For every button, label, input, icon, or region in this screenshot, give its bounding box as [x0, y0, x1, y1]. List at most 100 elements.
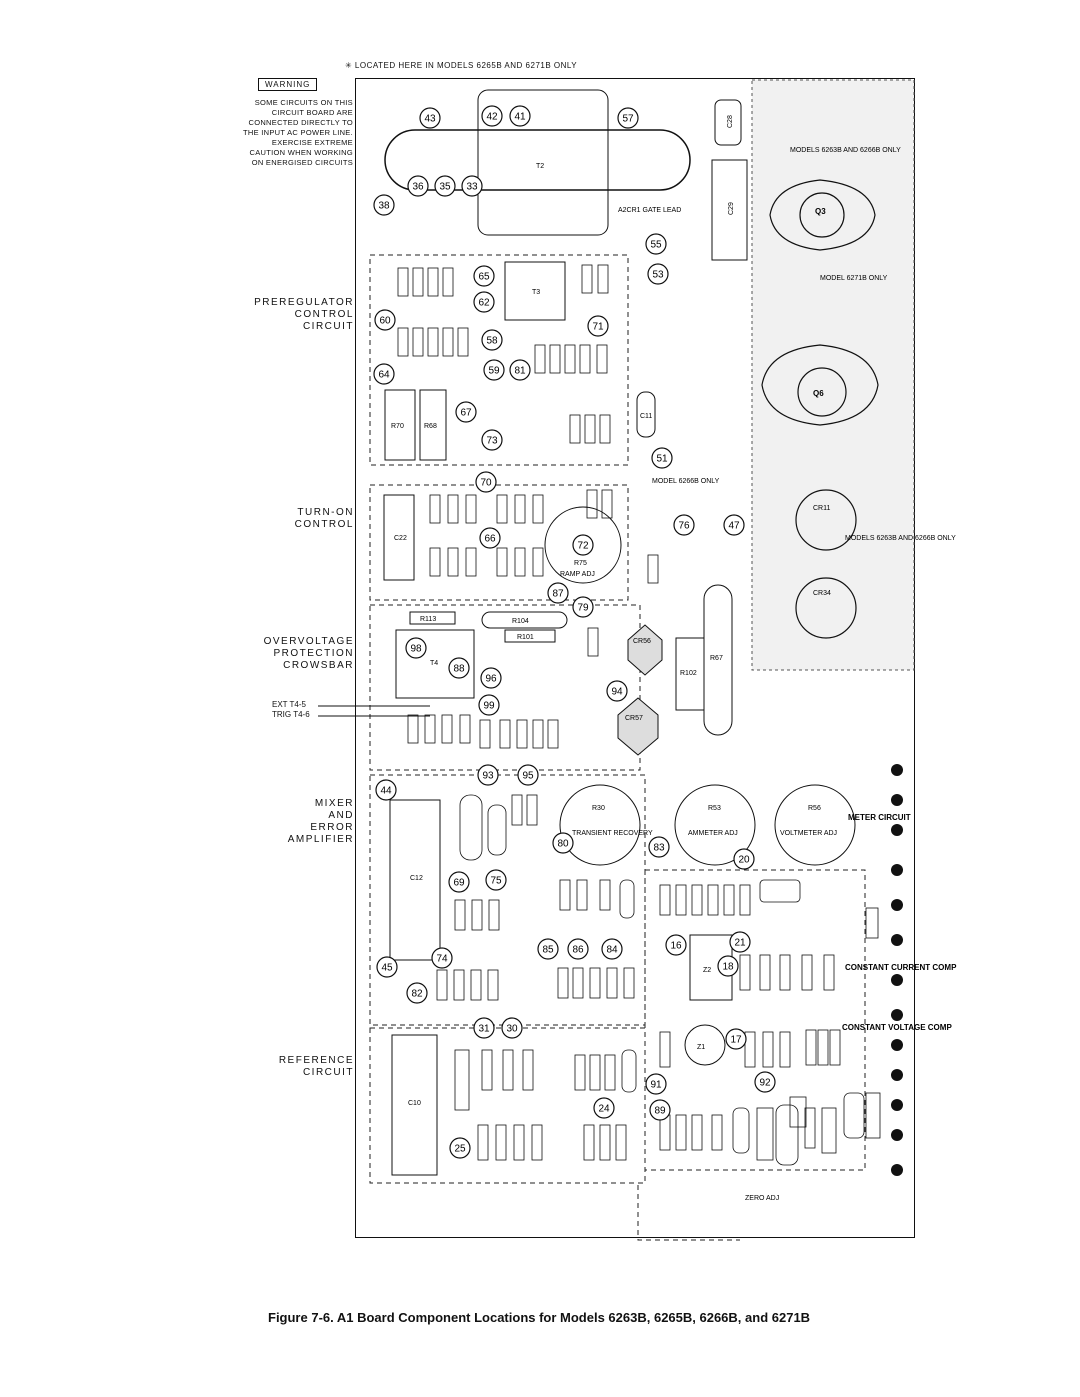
callout-circle	[373, 194, 395, 216]
callout-number: 87	[552, 589, 564, 600]
meter-circuit-label: METER CIRCUIT	[848, 813, 911, 822]
callout-number: 24	[598, 1104, 610, 1115]
ammeter-label: AMMETER ADJ	[688, 830, 738, 837]
callout-number: 70	[480, 478, 492, 489]
note-6271: MODEL 6271B ONLY	[820, 275, 888, 282]
callout-circle	[754, 1071, 776, 1093]
r70-label: R70	[391, 423, 404, 430]
r56-pot[interactable]	[774, 784, 856, 866]
callout-circle	[645, 233, 667, 255]
callout-circle	[373, 363, 395, 385]
callout-number: 92	[759, 1078, 771, 1089]
callout-number: 58	[486, 336, 498, 347]
r30-pot[interactable]	[559, 784, 641, 866]
callout-circle	[651, 447, 673, 469]
c10-label: C10	[408, 1100, 421, 1107]
c22-body	[383, 494, 415, 581]
callout-circle	[587, 315, 609, 337]
r56-label: R56	[808, 805, 821, 812]
q6-label: Q6	[813, 389, 824, 398]
callout-circle	[434, 175, 456, 197]
callout-number: 96	[485, 674, 497, 685]
callout-circle	[419, 107, 441, 129]
callout-number: 82	[411, 989, 423, 1000]
r75-pot[interactable]	[544, 506, 622, 584]
callout-circle	[406, 982, 428, 1004]
r113-body	[409, 611, 456, 625]
callout-number: 89	[654, 1106, 666, 1117]
callout-circle	[673, 514, 695, 536]
c11-body	[636, 391, 656, 438]
callout-number: 38	[378, 201, 390, 212]
callout-number: 18	[722, 962, 734, 973]
callout-circle	[572, 534, 594, 556]
warning-text: SOME CIRCUITS ON THIS CIRCUIT BOARD ARE …	[243, 98, 353, 167]
callout-circle	[509, 359, 531, 381]
c28-label: C28	[727, 115, 734, 128]
callout-circle	[729, 931, 751, 953]
cr56-body	[627, 624, 663, 676]
callout-number: 81	[514, 366, 526, 377]
q3-can	[799, 192, 845, 238]
callout-number: 94	[611, 687, 623, 698]
callout-circle	[593, 1097, 615, 1119]
callout-number: 36	[412, 182, 424, 193]
callout-circle	[572, 596, 594, 618]
callout-number: 43	[424, 114, 436, 125]
r53-pot[interactable]	[674, 784, 756, 866]
callout-number: 65	[478, 272, 490, 283]
callout-number: 72	[577, 541, 589, 552]
r102-body	[675, 637, 705, 711]
callout-number: 98	[410, 644, 422, 655]
callout-number: 91	[650, 1080, 662, 1091]
callout-number: 51	[656, 454, 668, 465]
c11-label: C11	[640, 413, 652, 420]
r102-label: R102	[680, 670, 697, 677]
callout-circle	[481, 329, 503, 351]
callout-circle	[567, 938, 589, 960]
r101-label: R101	[517, 634, 534, 641]
section-label-preregulator: PREREGULATOR CONTROL CIRCUIT	[254, 297, 354, 332]
note-6266: MODEL 6266B ONLY	[652, 478, 720, 485]
t2-outline	[384, 129, 691, 191]
r75-label: R75	[574, 560, 587, 567]
callout-number: 47	[728, 521, 740, 532]
section-label-reference: REFERENCE CIRCUIT	[278, 1055, 354, 1078]
callout-number: 83	[653, 843, 665, 854]
callout-number: 85	[542, 945, 554, 956]
note-6263-6266: MODELS 6263B AND 6266B ONLY	[790, 147, 901, 154]
callout-circle	[649, 1099, 671, 1121]
header-note: ✳ LOCATED HERE IN MODELS 6265B AND 6271B…	[345, 61, 578, 70]
callout-number: 75	[490, 876, 502, 887]
c12-body	[389, 799, 441, 961]
r53-label: R53	[708, 805, 721, 812]
const-voltage-label: CONSTANT VOLTAGE COMP	[842, 1023, 952, 1032]
t2-label: T2	[536, 163, 544, 170]
callout-circle	[645, 1073, 667, 1095]
callout-number: 55	[650, 240, 662, 251]
callout-circle	[665, 934, 687, 956]
callout-number: 69	[453, 878, 465, 889]
c29-label: C29	[728, 202, 735, 215]
z1-body	[684, 1024, 726, 1066]
callout-circle	[473, 265, 495, 287]
callout-circle	[449, 1137, 471, 1159]
callout-circle	[375, 779, 397, 801]
section-label-turn-on: TURN-ON CONTROL	[294, 507, 354, 530]
callout-circle	[733, 848, 755, 870]
r113-label: R113	[420, 616, 436, 623]
cr56-label: CR56	[633, 638, 651, 645]
callout-circle	[405, 637, 427, 659]
transient-label: TRANSIENT RECOVERY	[572, 830, 653, 837]
callout-circle	[483, 359, 505, 381]
r104-body	[481, 611, 568, 629]
callout-circle	[537, 938, 559, 960]
callout-number: 67	[460, 408, 472, 419]
callout-circle	[478, 694, 500, 716]
callout-circle	[725, 1028, 747, 1050]
callout-number: 44	[380, 786, 392, 797]
callout-circle	[374, 309, 396, 331]
zero-adj-boundary	[637, 1185, 740, 1241]
